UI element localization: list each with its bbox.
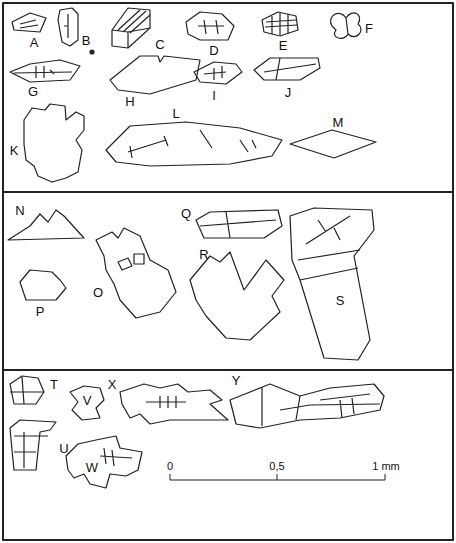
particle-letter: C <box>155 38 164 51</box>
particle <box>186 12 234 40</box>
scale-label: 1 mm <box>372 461 400 472</box>
particle <box>20 270 66 300</box>
particle-letter: J <box>285 86 292 99</box>
particle-letter: H <box>125 95 134 108</box>
divider <box>3 191 453 193</box>
particle-letter: M <box>333 116 344 129</box>
particle <box>290 130 376 158</box>
particle-letter: Y <box>232 374 241 387</box>
particle-letter: L <box>172 107 179 120</box>
particle <box>194 62 242 84</box>
divider <box>3 369 453 371</box>
particle <box>112 8 150 48</box>
particle <box>230 384 384 428</box>
scale-label: 0 <box>167 461 173 472</box>
particle <box>10 376 44 404</box>
particle-letter: B <box>82 34 91 47</box>
particle <box>331 13 361 38</box>
particle <box>110 56 200 94</box>
particle <box>120 384 228 424</box>
frame <box>3 3 453 540</box>
particle-letter: Q <box>181 207 191 220</box>
particle <box>96 228 176 318</box>
particle-letter: I <box>212 89 216 102</box>
particle <box>24 104 84 182</box>
particle <box>70 386 104 420</box>
particle <box>196 210 282 238</box>
particle <box>10 420 56 470</box>
particle-letter: E <box>279 39 288 52</box>
particle <box>12 13 46 32</box>
particle <box>58 8 94 54</box>
particle-letter: K <box>10 144 19 157</box>
scale-bar <box>170 474 385 480</box>
particle <box>190 252 284 340</box>
particle-letter: A <box>30 36 39 49</box>
particle-letter: X <box>108 378 117 391</box>
particle-letter: U <box>59 442 68 455</box>
particle-letter: R <box>199 248 208 261</box>
particle <box>106 122 282 166</box>
particle <box>254 58 320 80</box>
particle-letter: F <box>365 22 373 35</box>
particle-letter: D <box>209 44 218 57</box>
particle-letter: V <box>83 394 92 407</box>
particle-letter: S <box>336 294 345 307</box>
particle-letter: O <box>93 286 103 299</box>
particle <box>262 12 298 36</box>
particle-letter: P <box>36 305 45 318</box>
particle-letter: N <box>15 204 24 217</box>
particle <box>10 60 80 82</box>
particle-letter: W <box>86 461 98 474</box>
particle <box>66 436 142 488</box>
particle-letter: G <box>28 85 38 98</box>
particle <box>290 208 374 360</box>
scale-label: 0,5 <box>269 461 284 472</box>
particle-letter: T <box>50 378 58 391</box>
